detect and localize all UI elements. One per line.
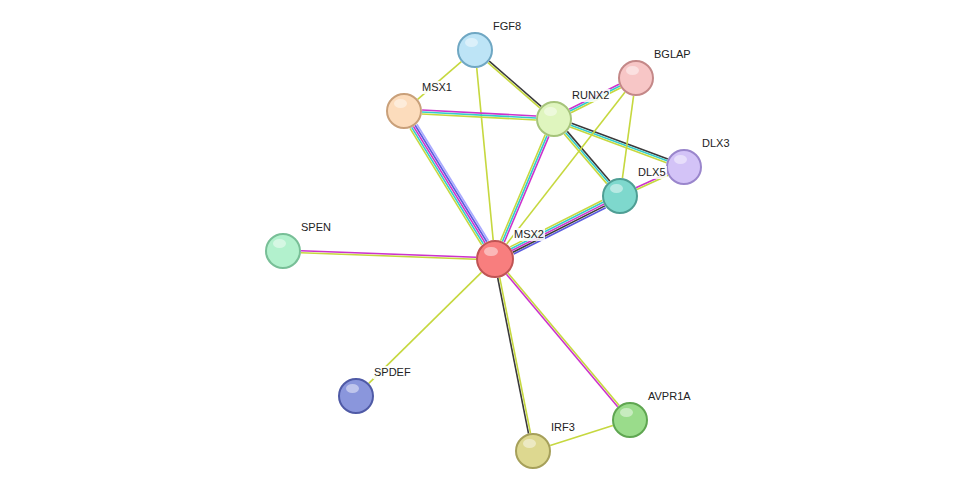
- evidence-line: [571, 88, 621, 113]
- evidence-line: [501, 135, 546, 241]
- node-label: SPDEF: [373, 366, 412, 379]
- interaction-edge: [477, 68, 493, 240]
- interaction-edge: [301, 251, 476, 260]
- evidence-line: [369, 272, 482, 383]
- evidence-line: [511, 202, 603, 248]
- node-label: AVPR1A: [647, 390, 692, 403]
- node-label: MSX1: [421, 81, 453, 94]
- evidence-line: [301, 253, 476, 260]
- evidence-line: [504, 136, 549, 242]
- interaction-edge: [418, 62, 462, 100]
- evidence-line: [488, 63, 540, 108]
- evidence-line: [514, 208, 606, 254]
- evidence-line: [418, 62, 462, 100]
- interaction-edge: [506, 273, 619, 407]
- evidence-line: [417, 124, 489, 240]
- protein-node: [618, 60, 654, 96]
- protein-node: [338, 378, 374, 414]
- node-highlight: [610, 184, 623, 193]
- evidence-line: [564, 134, 607, 184]
- protein-node: [386, 93, 422, 129]
- interaction-edge: [488, 61, 541, 108]
- node-label: FGF8: [492, 20, 522, 33]
- interaction-edge: [501, 135, 549, 242]
- node-label: BGLAP: [653, 48, 692, 61]
- node-highlight: [523, 439, 536, 448]
- evidence-line: [410, 128, 482, 244]
- evidence-line: [512, 204, 604, 250]
- node-highlight: [544, 107, 557, 116]
- interaction-edge: [410, 124, 488, 245]
- interaction-edge: [369, 272, 482, 383]
- node-highlight: [674, 155, 687, 164]
- interaction-edge: [564, 131, 610, 183]
- evidence-line: [569, 84, 619, 109]
- protein-node: [602, 178, 638, 214]
- node-highlight: [346, 384, 359, 393]
- node-label: RUNX2: [571, 89, 610, 102]
- evidence-line: [622, 96, 633, 178]
- interaction-edge: [510, 201, 606, 254]
- protein-node: [265, 233, 301, 269]
- evidence-line: [477, 68, 493, 240]
- evidence-line: [506, 274, 617, 407]
- protein-node: [515, 433, 551, 469]
- node-highlight: [620, 408, 633, 417]
- evidence-line: [498, 278, 529, 434]
- evidence-line: [513, 206, 605, 252]
- interaction-edge: [498, 277, 531, 433]
- node-label: DLX5: [637, 166, 667, 179]
- evidence-line: [422, 114, 536, 120]
- evidence-line: [413, 126, 485, 242]
- node-label: MSX2: [513, 228, 545, 241]
- node-label: SPEN: [300, 221, 332, 234]
- protein-node: [612, 402, 648, 438]
- protein-node: [666, 149, 702, 185]
- evidence-line: [510, 201, 602, 247]
- protein-node: [476, 240, 514, 278]
- evidence-line: [412, 127, 484, 243]
- interaction-edge: [622, 96, 633, 178]
- evidence-line: [508, 273, 619, 406]
- node-label: DLX3: [701, 137, 731, 150]
- node-highlight: [465, 38, 478, 47]
- node-highlight: [394, 99, 407, 108]
- node-highlight: [484, 247, 498, 257]
- evidence-line: [415, 125, 487, 241]
- evidence-line: [500, 277, 531, 433]
- node-highlight: [273, 239, 286, 248]
- evidence-line: [502, 136, 547, 242]
- node-highlight: [626, 66, 639, 75]
- interaction-edge: [422, 110, 536, 120]
- evidence-line: [489, 61, 541, 106]
- protein-node: [457, 32, 493, 68]
- protein-node: [536, 101, 572, 137]
- node-label: IRF3: [550, 421, 576, 434]
